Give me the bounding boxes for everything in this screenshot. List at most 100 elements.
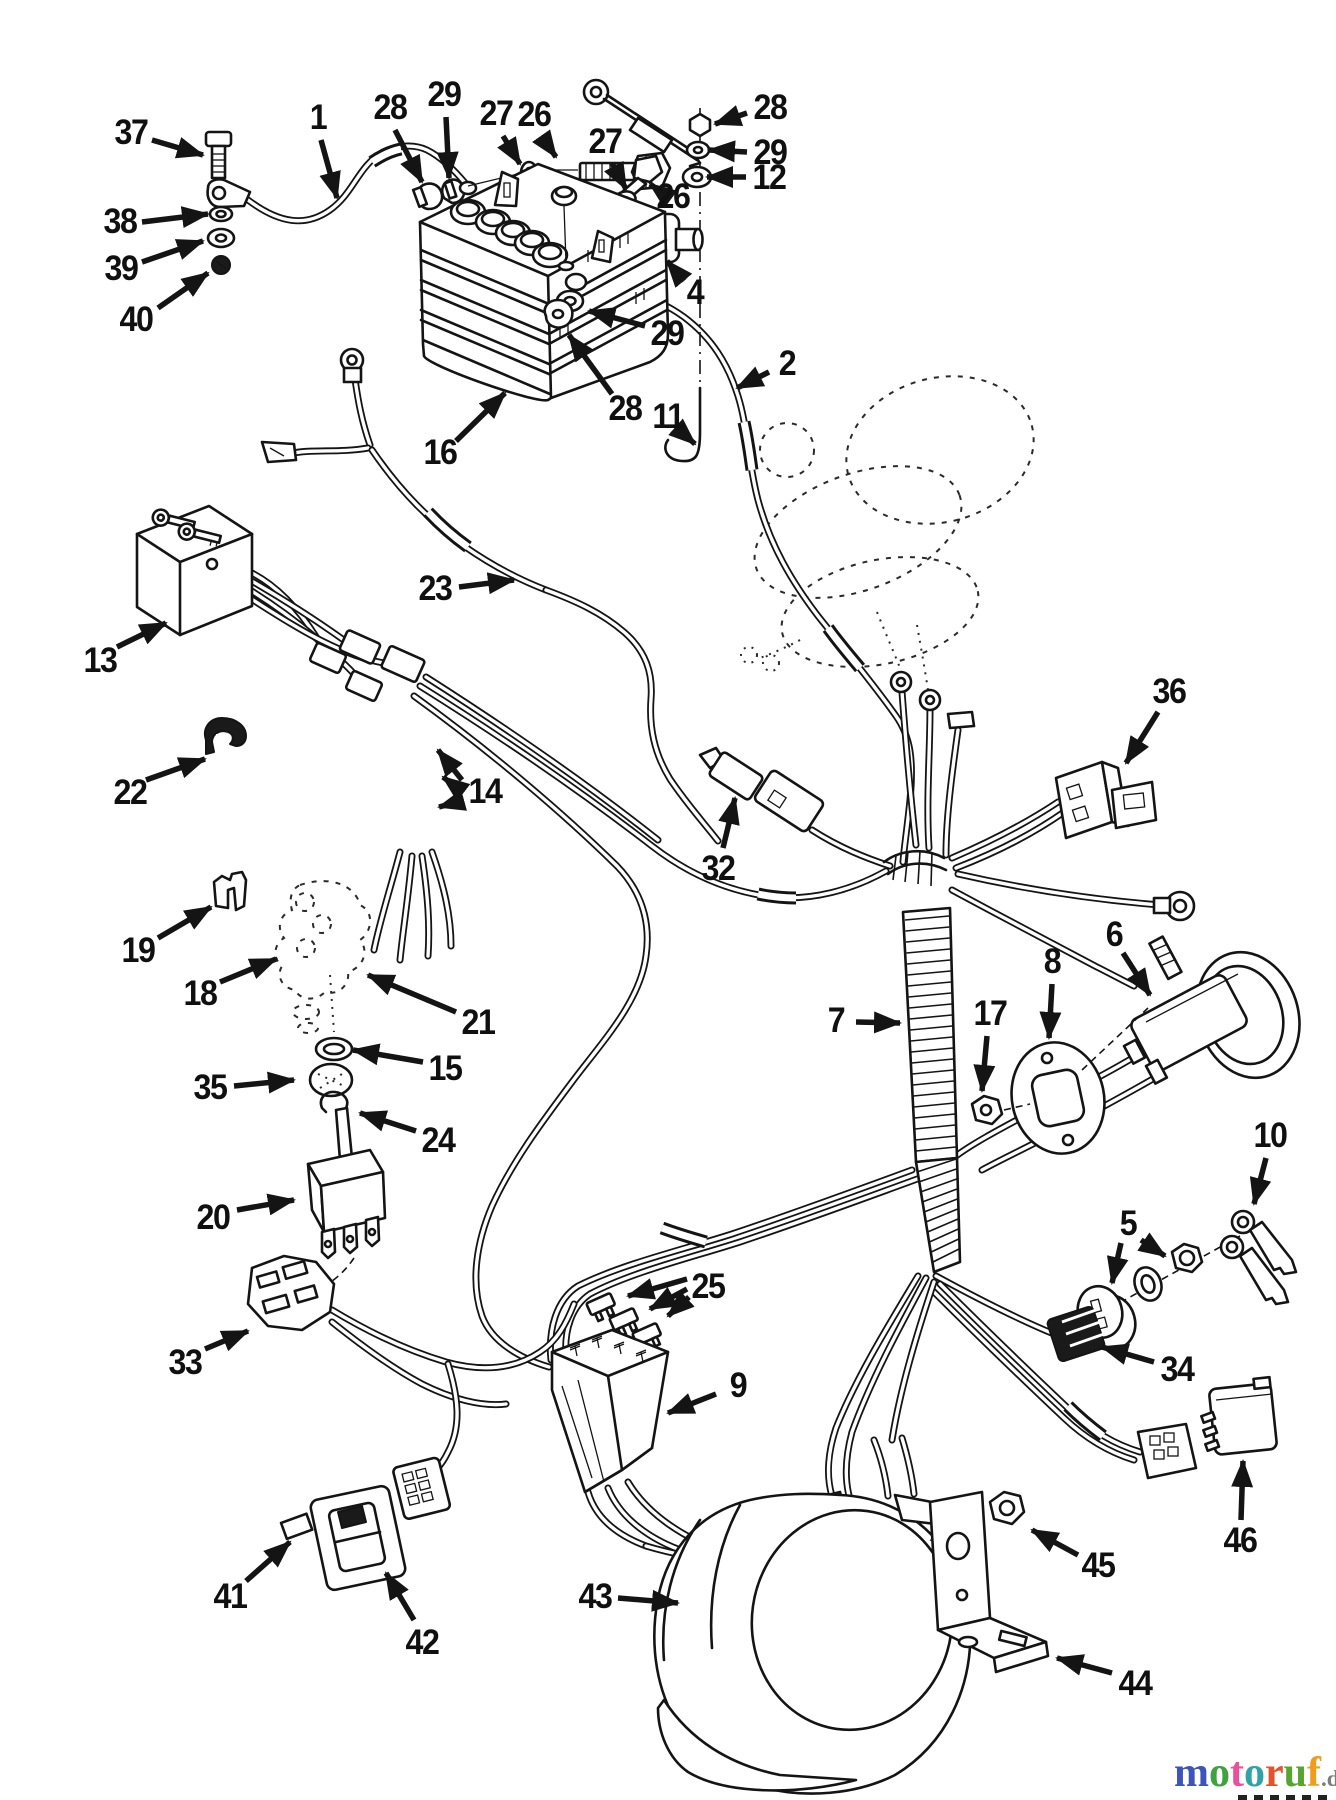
callout-29-6: 29: [427, 75, 461, 114]
callout-arrow-42: [383, 1571, 417, 1622]
callout-7-37: 7: [827, 1001, 846, 1040]
callout-11-16: 11: [652, 397, 685, 436]
callout-20-30: 20: [196, 1198, 230, 1237]
callout-36-41: 36: [1152, 672, 1186, 711]
ring-terminal-right: [1152, 890, 1196, 922]
callout-22-22: 22: [113, 773, 147, 812]
callout-18-25: 18: [183, 974, 217, 1013]
callout-12-14: 12: [752, 158, 786, 197]
callout-arrow-21: [366, 972, 458, 1015]
callout-arrow-28: [713, 105, 748, 127]
callout-arrow-46: [1231, 1459, 1254, 1521]
callout-37-0: 37: [114, 113, 148, 152]
callout-17-38: 17: [973, 994, 1007, 1033]
callout-arrow-14: [441, 774, 471, 802]
callout-arrow-41: [244, 1539, 292, 1584]
key-box-13: [135, 504, 254, 637]
callout-1-4: 1: [309, 98, 328, 137]
callout-arrow-44: [1055, 1654, 1113, 1676]
rocker-switch-42: [279, 1456, 452, 1592]
callout-arrow-14: [435, 748, 465, 782]
nut-45: [988, 1490, 1026, 1526]
callout-42-33: 42: [405, 1623, 439, 1662]
callout-arrow-8: [1039, 983, 1062, 1040]
callout-16-19: 16: [423, 433, 457, 472]
callout-arrow-16: [454, 391, 507, 443]
callout-39-2: 39: [104, 249, 138, 288]
callout-arrow-29: [436, 116, 459, 180]
watermark-letter: f: [1307, 1750, 1322, 1796]
watermark-letter: o: [1209, 1750, 1230, 1796]
callout-arrow-27: [497, 134, 523, 166]
callout-26-8: 26: [517, 95, 551, 134]
harness-ring-terminals-upper: [889, 670, 976, 730]
callout-5-43: 5: [1119, 1204, 1138, 1243]
watermark-word: motoruf: [1174, 1750, 1321, 1796]
battery-16: [418, 162, 670, 402]
keys-10: [1219, 1209, 1298, 1306]
relay-46: [1136, 1375, 1278, 1480]
callout-arrow-1: [318, 139, 341, 200]
ignition-connector-33: [246, 1254, 336, 1332]
callout-arrow-6: [1120, 951, 1153, 997]
callout-arrow-19: [156, 904, 213, 941]
toggle-switch-stack: [306, 1036, 387, 1294]
callout-arrow-15: [351, 1043, 424, 1066]
callout-arrow-9: [666, 1391, 718, 1416]
cable-clip-22: [204, 717, 247, 755]
callout-38-1: 38: [103, 202, 137, 241]
callout-29-13: 29: [753, 133, 787, 172]
hold-down-rod: [582, 78, 702, 168]
ammeter-gauge-6: [1122, 935, 1301, 1085]
watermark-suffix: .de: [1321, 1766, 1336, 1791]
bolt-37-and-washers: [204, 130, 252, 275]
callout-arrow-4: [664, 259, 693, 288]
callout-46-47: 46: [1223, 1521, 1257, 1560]
callout-23-20: 23: [418, 569, 452, 608]
callout-26-10: 26: [656, 177, 690, 216]
callout-4-11: 4: [686, 273, 705, 312]
callout-35-28: 35: [193, 1068, 227, 1107]
callout-arrow-37: [151, 137, 205, 159]
ground-cable-terminals: [260, 347, 365, 464]
wiring-harness: [244, 142, 1164, 1566]
callout-43-34: 43: [578, 1577, 612, 1616]
callout-15-27: 15: [428, 1049, 462, 1088]
harness-junction: [882, 849, 948, 887]
callout-arrow-26: [532, 129, 559, 159]
callout-arrow-40: [156, 270, 210, 311]
components: [135, 78, 1301, 1795]
callout-33-31: 33: [168, 1343, 202, 1382]
watermark-letter: m: [1174, 1750, 1209, 1796]
callout-arrow-27: [603, 160, 629, 191]
bracket-44: [928, 1490, 1050, 1674]
callout-29-18: 29: [650, 314, 684, 353]
callout-arrow-18: [218, 956, 278, 985]
callout-28-5: 28: [373, 88, 407, 127]
callout-arrow-34: [1100, 1343, 1155, 1365]
horn-43: [653, 1492, 972, 1795]
callout-arrow-24: [358, 1110, 417, 1134]
callout-41-32: 41: [213, 1577, 247, 1616]
callout-arrow-22: [145, 756, 207, 783]
connector-36: [1054, 760, 1158, 840]
callout-arrow-36: [1123, 710, 1161, 765]
callout-arrow-5: [1106, 1242, 1129, 1285]
callout-arrow-33: [203, 1328, 250, 1352]
callout-arrow-14: [437, 789, 467, 811]
callout-arrow-38: [141, 206, 210, 229]
key-box-connectors: [308, 629, 426, 702]
ghost-module-18-21: [274, 880, 372, 1034]
callout-19-24: 19: [121, 931, 155, 970]
callout-32-48: 32: [701, 849, 735, 888]
callout-13-21: 13: [83, 641, 117, 680]
callout-arrow-11: [668, 418, 697, 447]
callout-arrow-28: [566, 333, 615, 396]
callout-arrow-39: [141, 238, 205, 265]
callout-arrow-29: [587, 307, 646, 329]
callout-arrow-25: [666, 1290, 695, 1319]
inline-connector-32: [698, 746, 825, 833]
callout-arrow-29: [707, 140, 748, 163]
